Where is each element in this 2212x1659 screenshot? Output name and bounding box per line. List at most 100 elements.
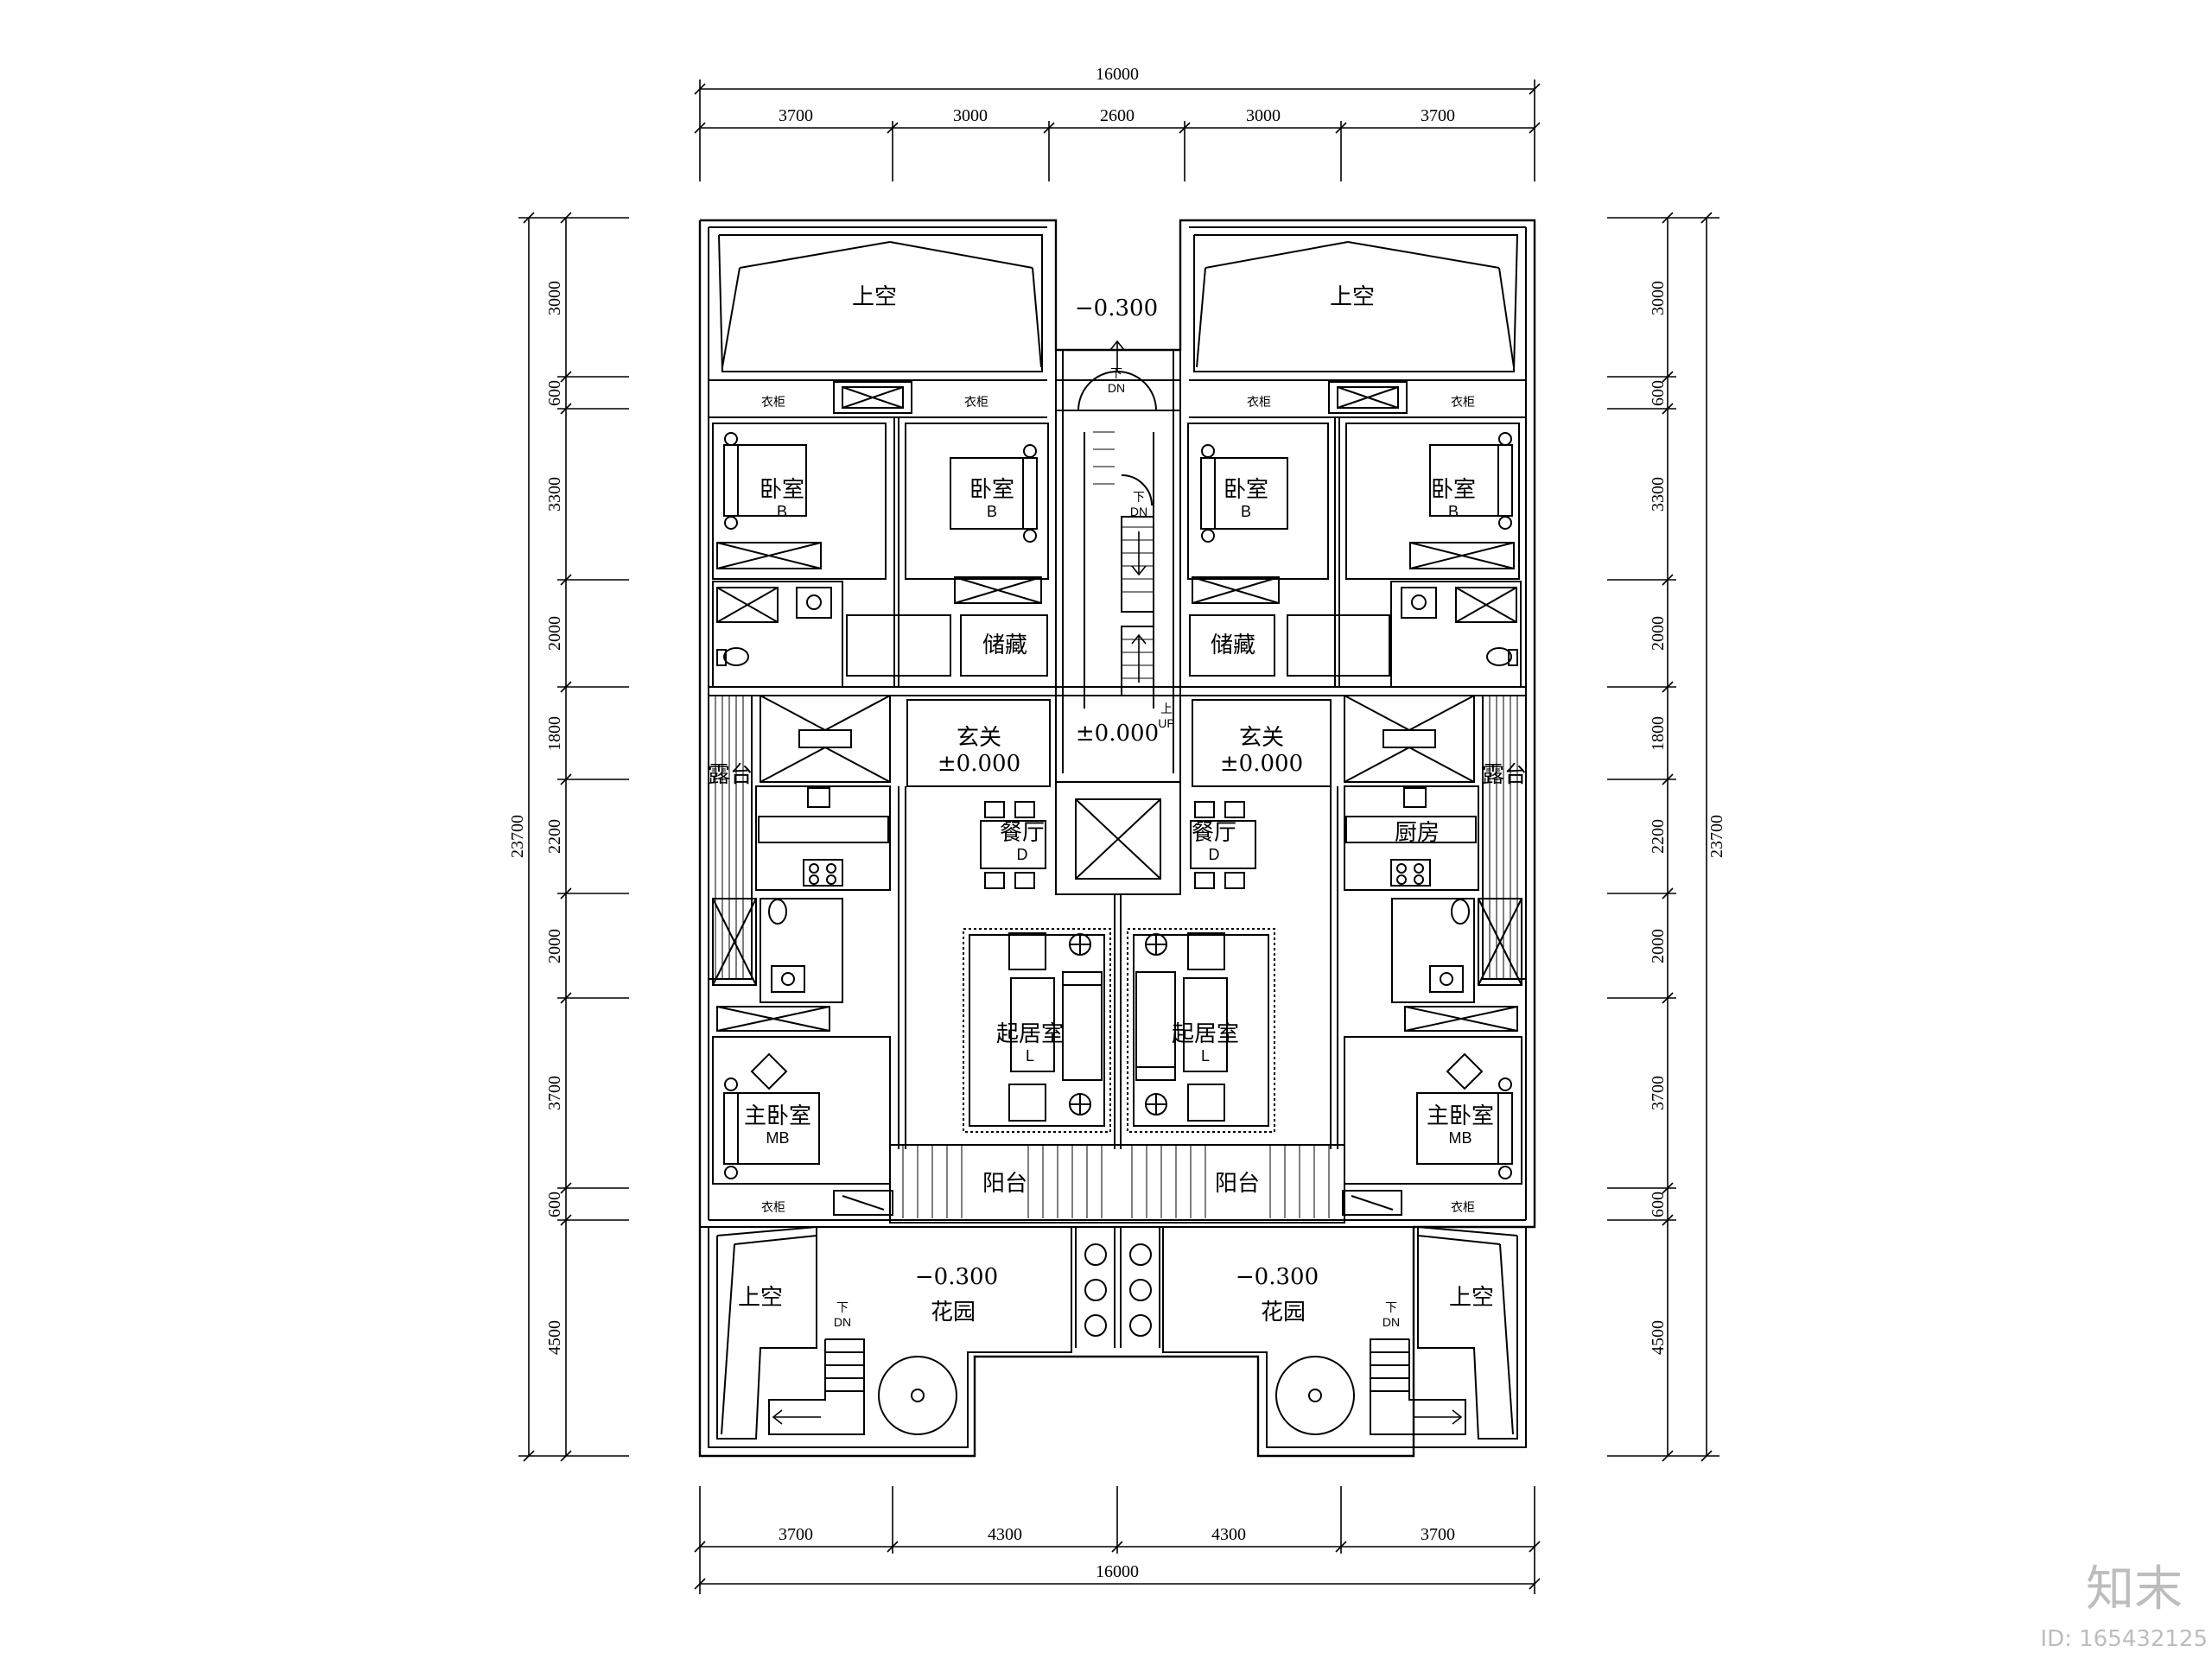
bedroom-label-3: 卧室 <box>1224 477 1268 503</box>
garden-stair-dn-right: DN <box>1382 1315 1400 1329</box>
balcony-label-right: 阳台 <box>1215 1171 1260 1197</box>
dining-code-left: D <box>1017 846 1028 863</box>
dining-label-left: 餐厅 <box>1000 820 1045 846</box>
right-seg-5: 1800 <box>1649 716 1668 751</box>
kitchen-label: 厨房 <box>1395 820 1440 846</box>
master-bedroom-label-right: 主卧室 <box>1427 1103 1494 1129</box>
stair-dn-mid: DN <box>1130 505 1147 518</box>
dimension-labels: 16000 3700 3000 2600 3000 3700 3700 4300… <box>508 65 1726 1581</box>
wardrobe-label-2: 衣柜 <box>964 395 988 409</box>
left-seg-6: 2200 <box>545 819 564 854</box>
right-seg-6: 2200 <box>1649 819 1668 854</box>
wardrobe-label-1: 衣柜 <box>761 395 785 409</box>
top-dimension-5: 3700 <box>1421 106 1455 125</box>
bedroom-label-2: 卧室 <box>969 477 1014 503</box>
stair-down-mid: 下 <box>1133 490 1145 504</box>
left-seg-9: 600 <box>545 1192 564 1217</box>
left-seg-2: 600 <box>545 380 564 406</box>
right-seg-1: 3000 <box>1649 281 1668 315</box>
right-seg-8: 3700 <box>1649 1076 1668 1110</box>
storage-label-left: 储藏 <box>982 632 1027 658</box>
dining-code-right: D <box>1209 846 1220 863</box>
left-seg-3: 3300 <box>545 477 564 512</box>
bedroom-code-2: B <box>987 503 997 520</box>
left-seg-4: 2000 <box>545 616 564 651</box>
left-seg-10: 4500 <box>545 1320 564 1355</box>
inner-walls <box>700 226 1535 1448</box>
right-seg-2: 600 <box>1649 380 1668 406</box>
foyer-level-right: ±0.000 <box>1220 751 1303 777</box>
bottom-dimension-4: 3700 <box>1421 1525 1455 1544</box>
terrace-label-left: 露台 <box>708 762 753 788</box>
bedroom-code-3: B <box>1241 503 1251 520</box>
watermark-id: ID: 165432125 <box>2040 1626 2208 1652</box>
foyer-label-right: 玄关 <box>1239 725 1284 751</box>
left-seg-7: 2000 <box>545 929 564 963</box>
dining-label-right: 餐厅 <box>1192 820 1236 846</box>
bedroom-code-4: B <box>1448 503 1459 520</box>
right-total-dimension: 23700 <box>1707 815 1726 858</box>
right-seg-4: 2000 <box>1649 616 1668 651</box>
stair-up-en: UP <box>1158 716 1174 730</box>
garden-level-right: −0.300 <box>1236 1264 1319 1290</box>
right-seg-9: 600 <box>1649 1192 1668 1217</box>
garden-level-left: −0.300 <box>915 1264 998 1290</box>
stair-dn-top: DN <box>1108 381 1125 395</box>
living-code-left: L <box>1026 1047 1034 1065</box>
void-label-bottom-left: 上空 <box>738 1285 783 1311</box>
left-seg-5: 1800 <box>545 716 564 751</box>
master-bedroom-label-left: 主卧室 <box>744 1103 811 1129</box>
living-label-left: 起居室 <box>996 1021 1064 1047</box>
master-bedroom-code-left: MB <box>766 1129 790 1147</box>
foyer-level-left: ±0.000 <box>938 751 1020 777</box>
bottom-total-dimension: 16000 <box>1096 1562 1139 1581</box>
right-seg-10: 4500 <box>1649 1320 1668 1355</box>
stair-up-mid: 上 <box>1160 702 1173 715</box>
bedroom-label-1: 卧室 <box>760 477 804 503</box>
bedroom-code-1: B <box>777 503 787 520</box>
wardrobe-label-4: 衣柜 <box>1451 395 1475 409</box>
terrace-label-right: 露台 <box>1482 762 1527 788</box>
garden-stair-dn-left: DN <box>834 1315 851 1329</box>
wardrobe-label-3: 衣柜 <box>1247 395 1271 409</box>
watermark-logo: 知末 <box>2086 1561 2183 1618</box>
bottom-dimension-2: 4300 <box>988 1525 1022 1544</box>
garden-stair-down-left: 下 <box>836 1300 849 1314</box>
bottom-dimension-lines <box>694 1486 1541 1594</box>
master-bedroom-code-right: MB <box>1449 1129 1472 1147</box>
right-seg-3: 3300 <box>1649 477 1668 512</box>
top-dimension-4: 3000 <box>1246 106 1281 125</box>
wardrobe-label-5: 衣柜 <box>761 1200 785 1214</box>
stair-arrows <box>772 340 1463 1425</box>
top-dimension-2: 3000 <box>953 106 988 125</box>
stair-landing-level: ±0.000 <box>1076 721 1159 747</box>
garden-label-right: 花园 <box>1261 1300 1306 1325</box>
left-total-dimension: 23700 <box>508 815 527 858</box>
living-code-right: L <box>1201 1047 1210 1065</box>
garden-label-left: 花园 <box>931 1300 976 1325</box>
room-labels: 上空 上空 卧室 B 卧室 B 卧室 B 卧室 B 储藏 储藏 玄关 ±0.00… <box>708 284 1527 1329</box>
right-seg-7: 2000 <box>1649 929 1668 963</box>
top-dimension-lines <box>694 79 1541 181</box>
void-label-top-left: 上空 <box>852 284 897 310</box>
balcony-label-left: 阳台 <box>982 1171 1027 1197</box>
watermark: 知末 ID: 165432125 <box>2040 1561 2208 1652</box>
left-dimension-lines <box>518 212 629 1462</box>
stair-down-top: 下 <box>1110 366 1122 380</box>
void-label-top-right: 上空 <box>1330 284 1375 310</box>
top-total-dimension: 16000 <box>1096 65 1139 84</box>
storage-label-right: 储藏 <box>1211 632 1255 658</box>
garden-stair-down-right: 下 <box>1385 1300 1397 1314</box>
left-seg-1: 3000 <box>545 281 564 315</box>
foyer-label-left: 玄关 <box>957 725 1001 751</box>
top-dimension-3: 2600 <box>1100 106 1135 125</box>
bedroom-label-4: 卧室 <box>1431 477 1476 503</box>
wardrobe-label-6: 衣柜 <box>1451 1200 1475 1214</box>
bottom-dimension-3: 4300 <box>1211 1525 1246 1544</box>
top-dimension-1: 3700 <box>779 106 813 125</box>
terrace-hatching <box>715 431 1518 1218</box>
void-label-bottom-right: 上空 <box>1449 1285 1494 1311</box>
entry-level-top: −0.300 <box>1075 296 1158 321</box>
